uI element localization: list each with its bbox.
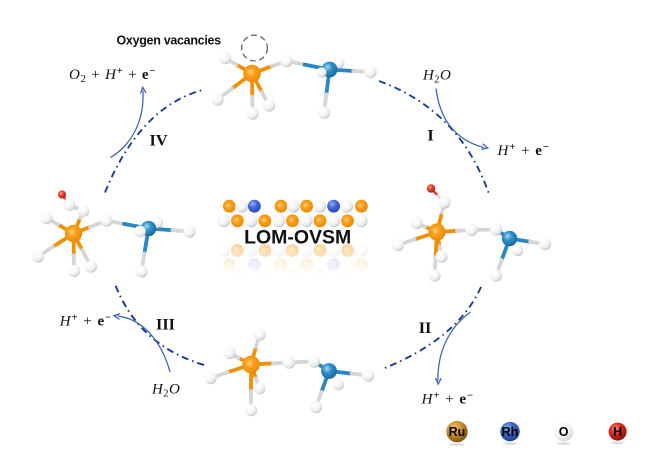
svg-text:O2 + H+ + e−: O2 + H+ + e− — [69, 66, 156, 85]
svg-text:II: II — [419, 318, 432, 337]
svg-text:H2O: H2O — [422, 67, 451, 85]
svg-text:Oxygen vacancies: Oxygen vacancies — [117, 34, 222, 48]
svg-text:III: III — [156, 315, 175, 334]
svg-text:Rh: Rh — [502, 425, 519, 439]
svg-text:H+ + e−: H+ + e− — [497, 142, 550, 159]
svg-text:LOM-OVSM: LOM-OVSM — [244, 227, 351, 249]
svg-text:H+ + e−: H+ + e− — [59, 313, 112, 330]
svg-text:H: H — [613, 425, 622, 439]
svg-text:H2O: H2O — [151, 381, 180, 399]
svg-text:O: O — [559, 425, 569, 439]
svg-text:I: I — [427, 126, 433, 145]
svg-text:IV: IV — [150, 131, 168, 150]
svg-text:Ru: Ru — [449, 425, 466, 439]
svg-text:H+ + e−: H+ + e− — [421, 391, 474, 408]
